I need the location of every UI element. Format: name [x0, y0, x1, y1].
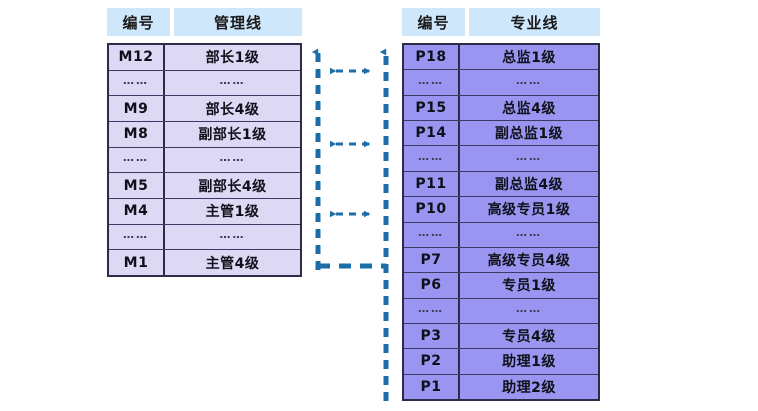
- header-chip-professional-code: 编号: [402, 8, 465, 36]
- row-name-cell: 总监1级: [460, 45, 598, 70]
- row-name-cell: 副总监4级: [460, 171, 598, 197]
- row-code-cell: ……: [404, 146, 460, 171]
- row-code-cell: P2: [404, 349, 460, 374]
- table-row: …………: [404, 146, 598, 172]
- row-code-cell: P6: [404, 273, 460, 298]
- row-code-cell: P3: [404, 323, 460, 349]
- row-code-cell: ……: [109, 147, 165, 173]
- row-code-cell: ……: [109, 70, 165, 96]
- row-name-cell: 助理1级: [460, 349, 598, 374]
- row-name-cell: 副部长4级: [165, 173, 300, 199]
- row-code-cell: P10: [404, 197, 460, 222]
- row-name-cell: 副部长1级: [165, 122, 300, 147]
- row-code-cell: P11: [404, 171, 460, 197]
- header-chip-management-name: 管理线: [174, 8, 302, 36]
- header-chip-professional-name: 专业线: [469, 8, 600, 36]
- row-name-cell: ……: [460, 222, 598, 247]
- header-chip-management-code: 编号: [107, 8, 170, 36]
- row-code-cell: M9: [109, 96, 165, 122]
- table-row: …………: [404, 70, 598, 96]
- row-code-cell: ……: [404, 222, 460, 247]
- row-code-cell: M8: [109, 122, 165, 147]
- row-code-cell: P18: [404, 45, 460, 70]
- row-code-cell: M12: [109, 45, 165, 70]
- row-code-cell: ……: [404, 298, 460, 323]
- row-name-cell: 副总监1级: [460, 121, 598, 146]
- row-code-cell: M5: [109, 173, 165, 199]
- table-row: …………: [404, 222, 598, 248]
- row-code-cell: P7: [404, 247, 460, 273]
- row-name-cell: 部长1级: [165, 45, 300, 70]
- row-code-cell: M1: [109, 250, 165, 276]
- table-row: …………: [109, 70, 300, 97]
- row-name-cell: 主管4级: [165, 250, 300, 276]
- row-name-cell: ……: [165, 147, 300, 173]
- row-name-cell: 高级专员1级: [460, 197, 598, 222]
- row-name-cell: ……: [460, 298, 598, 323]
- row-name-cell: ……: [165, 224, 300, 250]
- row-name-cell: 总监4级: [460, 95, 598, 121]
- table-row: …………: [404, 298, 598, 324]
- row-code-cell: P15: [404, 95, 460, 121]
- row-name-cell: ……: [460, 70, 598, 95]
- row-code-cell: M4: [109, 199, 165, 224]
- row-name-cell: ……: [460, 146, 598, 171]
- row-name-cell: 专员1级: [460, 273, 598, 298]
- table-row: …………: [109, 224, 300, 251]
- row-code-cell: ……: [109, 224, 165, 250]
- row-name-cell: 主管1级: [165, 199, 300, 224]
- table-row: …………: [109, 147, 300, 174]
- row-name-cell: ……: [165, 70, 300, 96]
- row-code-cell: P14: [404, 121, 460, 146]
- row-name-cell: 高级专员4级: [460, 247, 598, 273]
- row-code-cell: ……: [404, 70, 460, 95]
- row-code-cell: P1: [404, 374, 460, 400]
- row-name-cell: 专员4级: [460, 323, 598, 349]
- row-name-cell: 部长4级: [165, 96, 300, 122]
- row-name-cell: 助理2级: [460, 374, 598, 400]
